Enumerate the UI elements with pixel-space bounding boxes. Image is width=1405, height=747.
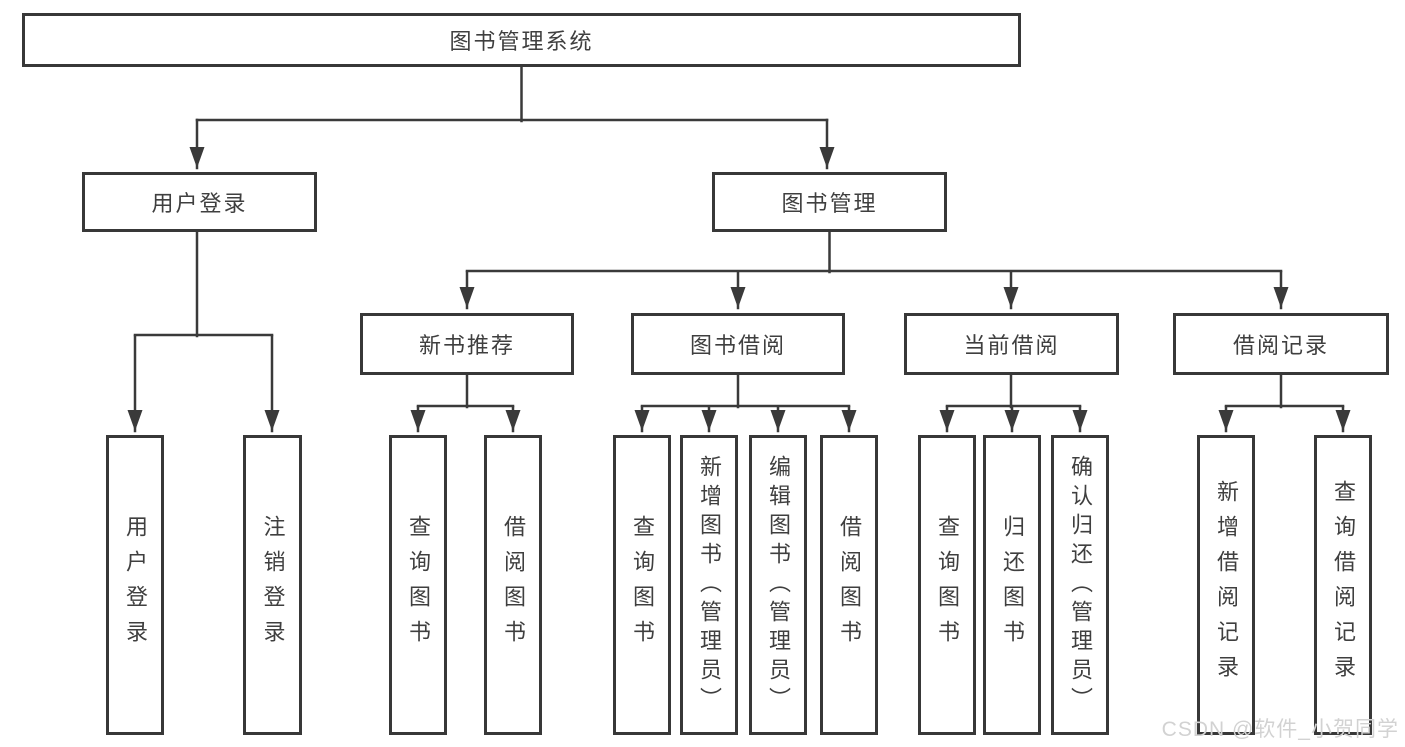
leaf-query-books-borrow: 查询图书 [613,435,671,735]
node-book-borrow: 图书借阅 [631,313,845,375]
leaf-borrow-books-recommend: 借阅图书 [484,435,542,735]
leaf-add-borrow-record: 新增借阅记录 [1197,435,1255,735]
leaf-return-books: 归还图书 [983,435,1041,735]
node-book-management: 图书管理 [712,172,947,232]
node-user-login: 用户登录 [82,172,317,232]
leaf-query-books-current: 查询图书 [918,435,976,735]
leaf-query-borrow-record: 查询借阅记录 [1314,435,1372,735]
node-current-borrow: 当前借阅 [904,313,1119,375]
connector-arrows [127,118,1351,433]
leaf-edit-books-admin: 编辑图书（管理员） [749,435,807,735]
node-root-system: 图书管理系统 [22,13,1021,67]
csdn-watermark: CSDN @软件_小贺同学 [1161,718,1399,741]
leaf-logout: 注销登录 [243,435,302,735]
leaf-query-books-recommend: 查询图书 [389,435,447,735]
leaf-borrow-books: 借阅图书 [820,435,878,735]
leaf-add-books-admin: 新增图书（管理员） [680,435,738,735]
leaf-confirm-return-admin: 确认归还（管理员） [1051,435,1109,735]
node-new-book-recommend: 新书推荐 [360,313,574,375]
node-borrow-records: 借阅记录 [1173,313,1389,375]
leaf-user-login: 用户登录 [106,435,164,735]
